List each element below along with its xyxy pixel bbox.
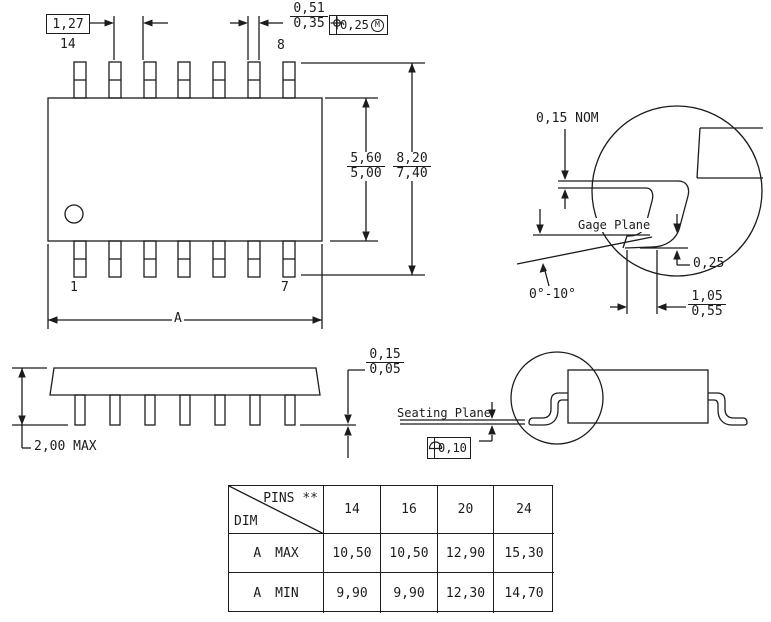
span-max: 8,20	[393, 152, 431, 167]
lead-detail-view	[516, 105, 763, 314]
left-lead-outer-edge	[528, 392, 568, 424]
pin-number-1: 1	[70, 280, 78, 295]
package-end-view	[400, 351, 748, 445]
body-width-dimension: 5,60 5,00	[345, 152, 387, 181]
table-corner-dim-label: DIM	[234, 514, 258, 529]
row-dim-letter: A	[253, 545, 262, 561]
table-value-cell: 14,70	[504, 585, 544, 601]
standoff-max: 0,15	[366, 348, 404, 363]
table-value-cell: 9,90	[324, 573, 381, 613]
table-value-cell: 15,30	[494, 534, 554, 573]
front-body-outline	[49, 367, 321, 396]
table-corner-cell: PINS ** DIM	[229, 486, 324, 534]
lead-width-dimension-lines	[230, 16, 283, 60]
table-row-label: A MIN	[229, 573, 324, 613]
corner-diagonal-line	[229, 486, 324, 534]
top-pins	[73, 61, 296, 99]
pin-number-8: 8	[277, 38, 285, 53]
foot-length-min: 0,55	[691, 304, 723, 319]
lead-width-max: 0,51	[290, 2, 328, 17]
row-dim-qualifier: MAX	[275, 545, 299, 561]
pin-number-14: 14	[60, 37, 76, 52]
pitch-dimension-box: 1,27	[46, 14, 90, 34]
position-tolerance-value: 0,25	[340, 18, 369, 32]
span-min: 7,40	[396, 166, 428, 181]
pitch-value: 1,27	[52, 16, 84, 32]
table-corner-pins-label: PINS **	[263, 491, 318, 506]
pins-dimension-table: PINS ** DIM 14 16 20 24 A MAX 10,50 10,5…	[228, 485, 554, 613]
left-lead-inner-edge	[528, 399, 568, 426]
seating-plane-symbol-icon	[428, 438, 443, 458]
table-value-cell: 12,30	[438, 573, 494, 613]
lead-highlight-circle	[510, 351, 604, 445]
height-max-label: 2,00 MAX	[34, 439, 97, 454]
length-dimension-lines	[47, 244, 323, 329]
package-front-view	[12, 367, 365, 458]
lead-width-min: 0,35	[293, 16, 325, 31]
lead-outer-edge	[558, 180, 690, 249]
foot-length-max: 1,05	[688, 290, 726, 305]
span-dimension: 8,20 7,40	[391, 152, 433, 181]
lead-width-dimension: 0,51 0,35	[288, 2, 330, 31]
row-dim-letter: A	[253, 585, 262, 601]
body-width-min: 5,00	[350, 166, 382, 181]
table-col-header: 24	[494, 486, 554, 534]
table-col-header: 14	[324, 486, 381, 534]
table-value-cell: 10,50	[381, 534, 438, 573]
pin1-index-mark	[64, 204, 84, 224]
table-value-cell: 12,90	[438, 534, 494, 573]
table-value-cell: 10,50	[324, 534, 381, 573]
gage-to-seating-value: 0,25	[693, 256, 725, 271]
mmc-symbol-icon: M	[370, 18, 384, 32]
lead-thickness-label: 0,15 NOM	[536, 111, 599, 126]
row-dim-qualifier: MIN	[275, 585, 299, 601]
true-position-feature-control-frame: 0,25 M	[329, 15, 388, 35]
seating-plane-feature-control-frame: 0,10	[427, 437, 471, 459]
bottom-pins	[73, 240, 296, 278]
pitch-dimension-lines	[88, 16, 168, 60]
seating-plane-label: Seating Plane	[397, 406, 491, 420]
package-body-outline	[47, 97, 323, 242]
foot-length-dimension: 1,05 0,55	[686, 290, 728, 319]
body-width-max: 5,60	[347, 152, 385, 167]
standoff-min: 0,05	[369, 362, 401, 377]
detail-circle	[591, 105, 763, 277]
pin-number-7: 7	[281, 280, 289, 295]
right-lead-inner-edge	[708, 399, 748, 426]
table-col-header: 16	[381, 486, 438, 534]
lead-angle-label: 0°-10°	[529, 287, 576, 302]
standoff-dimension: 0,15 0,05	[366, 348, 404, 377]
table-col-header: 20	[438, 486, 494, 534]
front-leads	[74, 394, 296, 426]
table-row-label: A MAX	[229, 534, 324, 573]
lead-angle-line	[516, 236, 653, 265]
package-top-view	[47, 16, 425, 329]
position-symbol-icon	[330, 16, 344, 34]
table-value-cell: 9,90	[381, 573, 438, 613]
length-dimension-label: A	[172, 311, 184, 326]
right-lead-outer-edge	[708, 392, 748, 424]
end-body-outline	[567, 369, 709, 424]
gage-plane-label: Gage Plane	[576, 218, 653, 232]
